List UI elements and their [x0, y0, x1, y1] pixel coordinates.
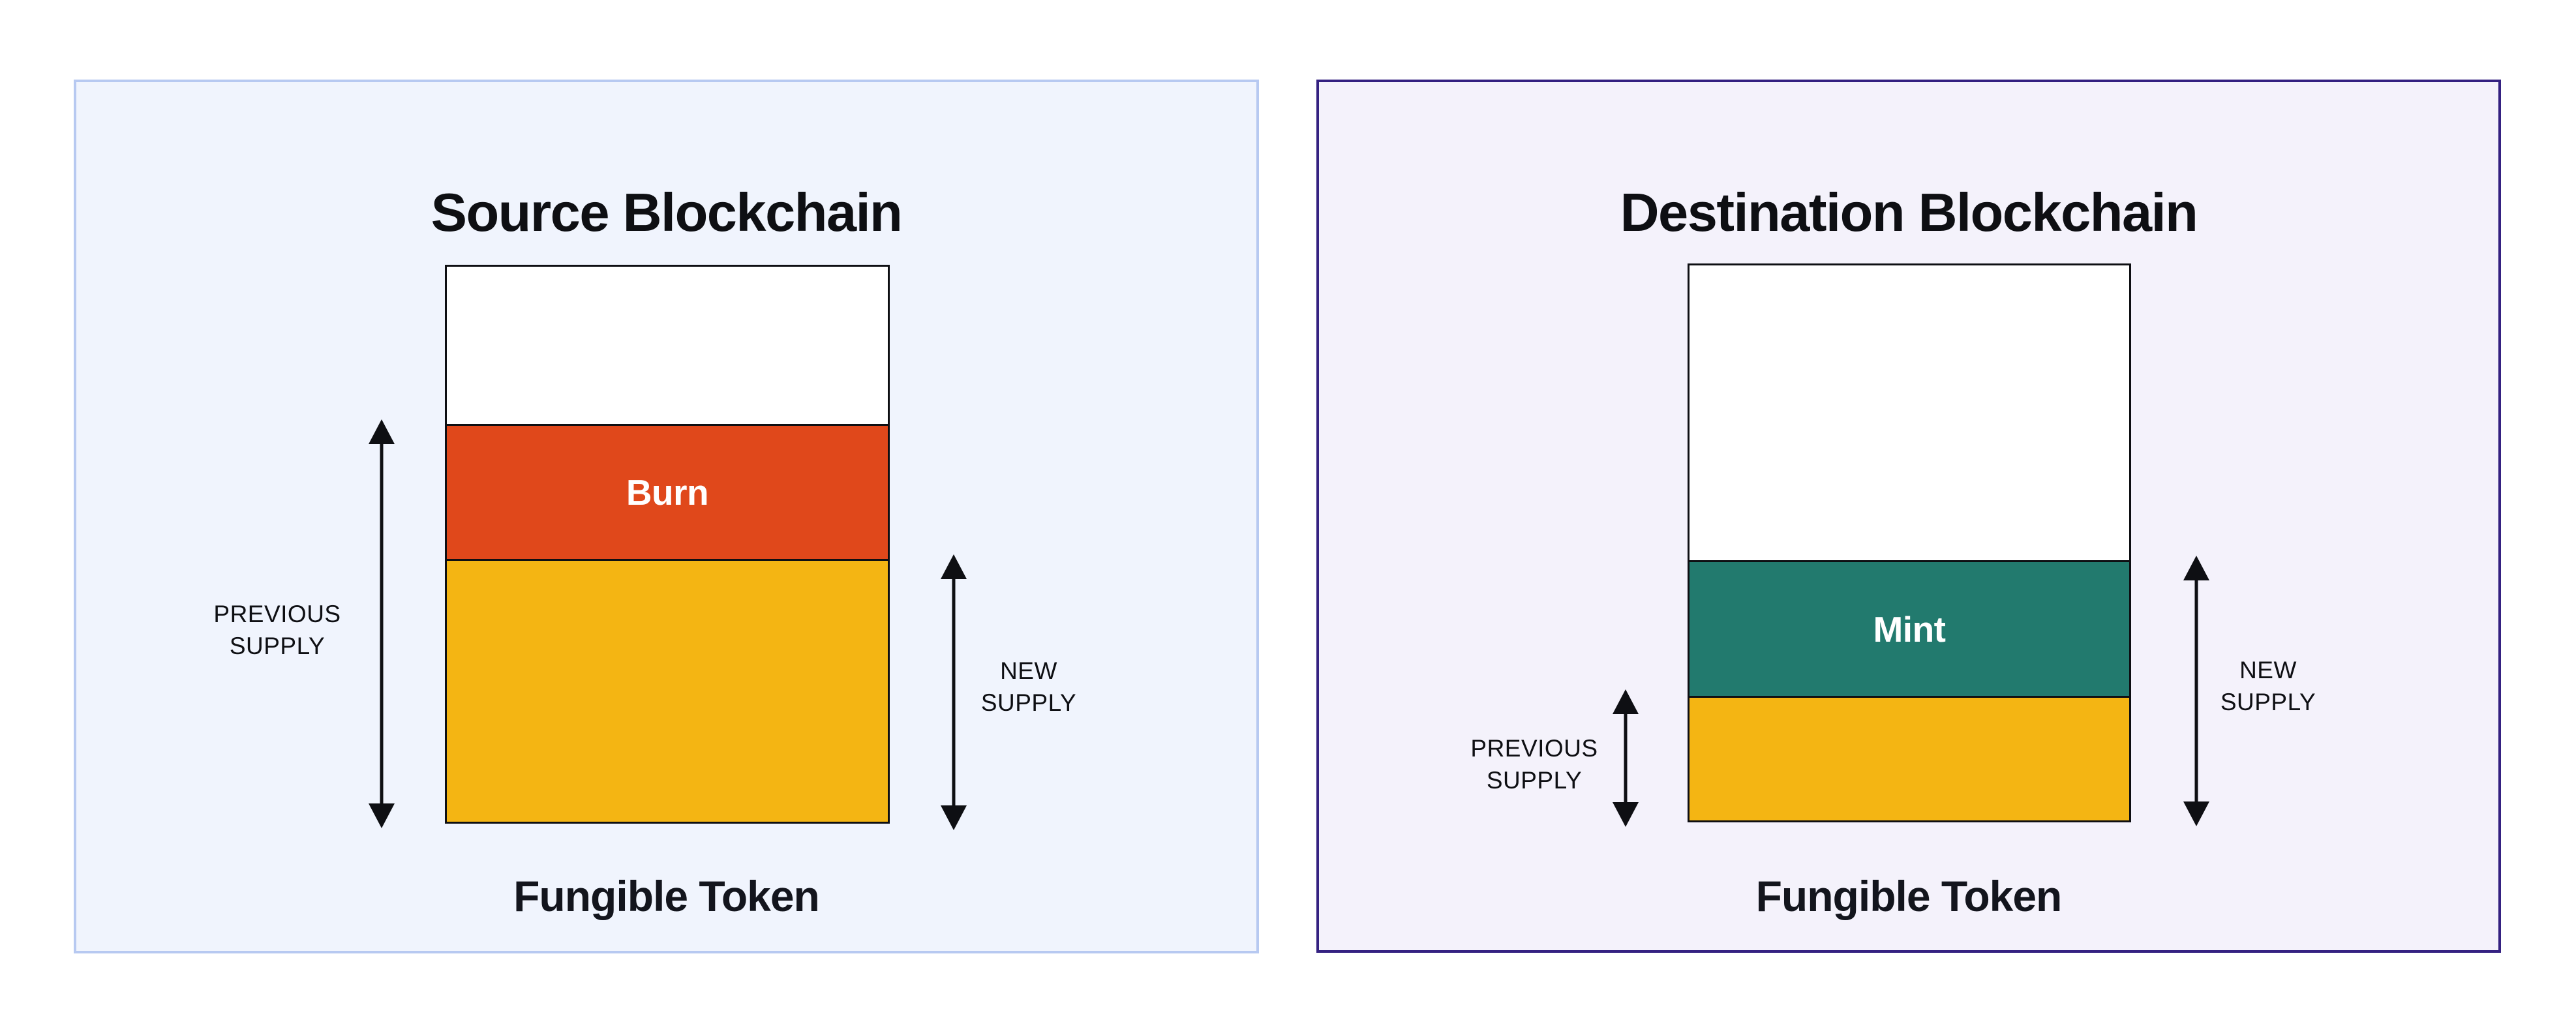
destination-previous-supply-arrow-icon — [1613, 689, 1639, 827]
destination-panel-title: Destination Blockchain — [1620, 181, 2198, 243]
source-unchanged-supply-segment — [447, 267, 888, 424]
source-fungible-token-label: Fungible Token — [513, 872, 820, 920]
source-panel-title: Source Blockchain — [431, 181, 903, 243]
destination-panel-inner: Destination Blockchain Mint PREVIOUS SUP… — [1319, 82, 2498, 950]
mint-segment: Mint — [1690, 560, 2129, 696]
destination-unchanged-supply-segment — [1690, 265, 2129, 560]
burn-segment: Burn — [447, 424, 888, 559]
source-carryover-supply-segment — [447, 559, 888, 822]
source-new-supply-arrow-icon — [941, 554, 967, 830]
source-token-bar: Burn — [445, 265, 890, 824]
destination-token-bar: Mint — [1688, 263, 2131, 822]
source-previous-supply-label: PREVIOUS SUPPLY — [213, 601, 341, 659]
destination-carryover-supply-segment — [1690, 696, 2129, 820]
destination-new-supply-label: NEW SUPPLY — [2220, 657, 2316, 715]
mint-segment-label: Mint — [1873, 608, 1946, 650]
source-panel-inner: Source Blockchain Burn PREVIOUS SUPPLY — [76, 82, 1256, 951]
burn-segment-label: Burn — [626, 472, 709, 513]
destination-fungible-token-label: Fungible Token — [1755, 872, 2063, 920]
source-new-supply-label: NEW SUPPLY — [980, 657, 1077, 716]
destination-new-supply-arrow-icon — [2183, 556, 2209, 826]
source-previous-supply-arrow-icon — [369, 419, 395, 828]
source-blockchain-panel: Source Blockchain Burn PREVIOUS SUPPLY — [74, 80, 1259, 953]
destination-previous-supply-label: PREVIOUS SUPPLY — [1470, 735, 1598, 794]
destination-blockchain-panel: Destination Blockchain Mint PREVIOUS SUP… — [1316, 80, 2501, 953]
